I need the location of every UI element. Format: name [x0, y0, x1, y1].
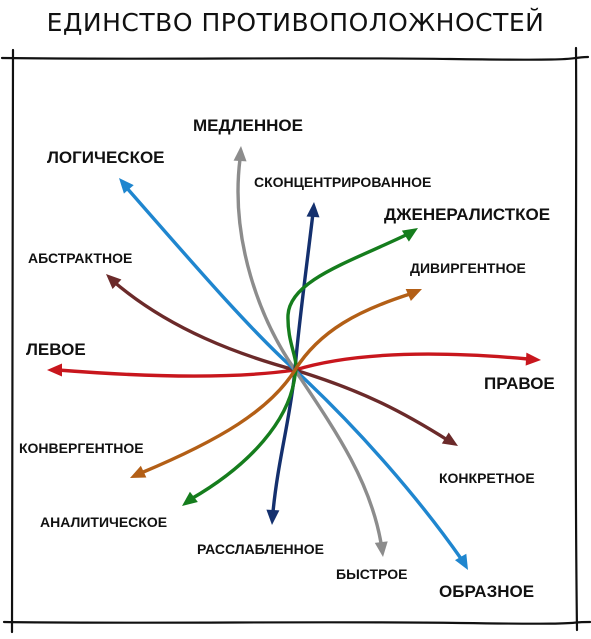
curves-layer [47, 146, 541, 570]
curve-divergent-convergent-end-arrowhead [130, 465, 147, 478]
label-konvergentnoe: КОНВЕРГЕНТНОЕ [19, 440, 144, 456]
curve-focused-relaxed-end-arrowhead [266, 509, 280, 525]
label-dzheneralistskoe: ДЖЕНЕРАЛИСТКОЕ [384, 205, 551, 224]
curve-slow-fast-end-arrowhead [374, 541, 388, 557]
curve-generalist-analytical-start-arrowhead [401, 228, 418, 242]
curve-left-right-end-arrowhead [525, 352, 541, 366]
label-bystroe: БЫСТРОЕ [336, 566, 408, 582]
label-medlennoe: МЕДЛЕННОЕ [193, 116, 303, 135]
curve-divergent-convergent-start-arrowhead [405, 289, 422, 301]
label-pravoe: ПРАВОЕ [484, 374, 555, 393]
label-logicheskoe: ЛОГИЧЕСКОЕ [47, 148, 165, 167]
frame-left [10, 48, 15, 634]
label-skoncentrirovannoe: СКОНЦЕНТРИРОВАННОЕ [254, 174, 432, 190]
curve-generalist-analytical-end-arrowhead [182, 491, 198, 506]
frame-bottom [2, 620, 591, 625]
frame [0, 46, 591, 634]
curve-focused-relaxed-start-arrowhead [306, 202, 320, 218]
frame-top [0, 55, 590, 61]
curve-divergent-convergent [139, 292, 412, 475]
curve-logical-figurative-start-arrowhead [119, 178, 134, 194]
page-title: ЕДИНСТВО ПРОТИВОПОЛОЖНОСТЕЙ [46, 8, 545, 37]
label-konkretnoe: КОНКРЕТНОЕ [439, 470, 535, 486]
label-obraznoe: ОБРАЗНОЕ [439, 582, 535, 601]
frame-right [574, 46, 579, 632]
label-analiticheskoe: АНАЛИТИЧЕСКОЕ [40, 514, 168, 530]
curve-left-right-start-arrowhead [47, 363, 62, 377]
curve-logical-figurative-end-arrowhead [454, 553, 468, 570]
curve-focused-relaxed [271, 211, 315, 514]
curve-abstract-concrete-end-arrowhead [441, 432, 458, 446]
label-rasslablennoe: РАССЛАБЛЕННОЕ [197, 541, 324, 557]
curve-abstract-concrete-start-arrowhead [106, 274, 122, 289]
label-abstraktnoe: АБСТРАКТНОЕ [28, 250, 133, 266]
label-levoe: ЛЕВОЕ [26, 340, 86, 359]
curve-slow-fast-start-arrowhead [233, 146, 247, 162]
label-divergentnoe: ДИВИРГЕНТНОЕ [410, 260, 526, 276]
curve-generalist-analytical [189, 232, 410, 501]
